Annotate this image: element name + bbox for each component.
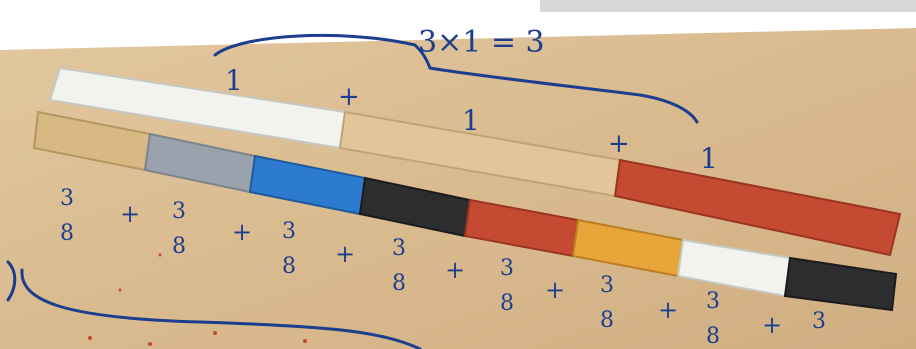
speckle <box>159 254 162 257</box>
plus-sign: + <box>335 240 355 268</box>
fraction-denominator: 8 <box>500 291 514 316</box>
top-equation: 3×1 = 3 <box>418 25 545 60</box>
plus-sign: + <box>232 218 252 246</box>
one-label-2: 1 <box>462 104 480 137</box>
fraction-denominator: 8 <box>600 308 614 333</box>
speckle <box>88 336 92 340</box>
plus-sign: + <box>658 296 678 324</box>
speckle <box>148 342 152 346</box>
fraction-numerator: 3 <box>282 219 296 244</box>
wooden-table <box>0 28 916 349</box>
plus-sign: + <box>545 276 565 304</box>
fraction-8: 3 <box>812 309 826 334</box>
fraction-numerator: 3 <box>60 186 74 211</box>
fraction-numerator: 3 <box>500 256 514 281</box>
plus-sign: + <box>762 311 782 339</box>
fraction-numerator: 3 <box>172 199 186 224</box>
fraction-denominator: 8 <box>60 221 74 246</box>
one-label-3: 1 <box>700 142 718 175</box>
plus-sign: + <box>120 200 140 228</box>
fraction-numerator: 3 <box>600 273 614 298</box>
speckle <box>213 331 217 335</box>
fraction-denominator: 8 <box>392 271 406 296</box>
photo-top-edge <box>540 0 916 12</box>
plus-sign: + <box>445 256 465 284</box>
fraction-numerator: 3 <box>812 309 826 334</box>
fraction-denominator: 8 <box>706 324 720 349</box>
plus-label-1: + <box>338 82 360 112</box>
speckle <box>303 339 307 343</box>
one-label-1: 1 <box>225 64 243 97</box>
speckle <box>119 289 122 292</box>
fraction-numerator: 3 <box>392 236 406 261</box>
plus-label-2: + <box>608 129 630 159</box>
fraction-denominator: 8 <box>282 254 296 279</box>
fraction-denominator: 8 <box>172 234 186 259</box>
fraction-numerator: 3 <box>706 289 720 314</box>
